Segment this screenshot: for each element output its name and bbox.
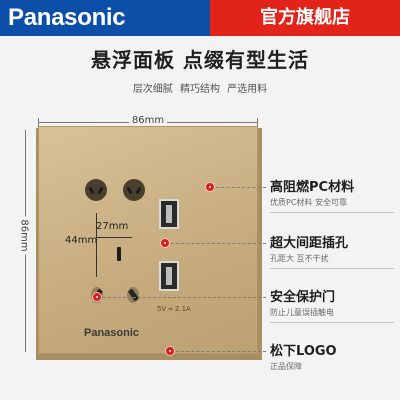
plate-logo: Panasonic <box>84 327 140 339</box>
feature-title: 高阻燃PC材料 <box>270 180 355 195</box>
usb-port-top <box>159 199 179 229</box>
width-label-text: 86mm <box>128 115 168 126</box>
feature-desc: 正品保障 <box>270 362 302 371</box>
feature-divider <box>270 212 394 213</box>
feature-marker[interactable] <box>160 238 170 248</box>
width-dimension: 86mm <box>38 115 258 128</box>
dimension-tick <box>257 118 258 126</box>
feature-marker[interactable] <box>92 292 102 302</box>
feature-connector <box>103 297 266 298</box>
width-label: 86mm <box>38 115 258 126</box>
feature-marker[interactable] <box>165 346 175 356</box>
pin-surround <box>127 287 139 303</box>
page-title: 悬浮面板 点缀有型生活 <box>91 48 309 72</box>
height-label: 86mm <box>18 208 30 264</box>
feature-flame-retardant: 高阻燃PC材料 优质PC材料 安全可靠 <box>270 176 398 208</box>
usb-rating-label: 5V ═ 2.1A <box>157 305 191 313</box>
earth-pin-hole <box>117 247 121 261</box>
feature-connector <box>171 243 266 244</box>
feature-logo: 松下LOGO 正品保障 <box>270 340 398 372</box>
feature-desc: 优质PC材料 安全可靠 <box>270 198 347 207</box>
feature-connector <box>176 351 266 352</box>
pin-hole <box>126 186 133 195</box>
height-label-text: 86mm <box>18 216 30 255</box>
measure-line <box>96 213 97 277</box>
feature-connector <box>216 187 266 188</box>
feature-divider <box>270 268 394 269</box>
dimension-tick <box>38 118 39 126</box>
feature-title: 超大间距插孔 <box>270 236 349 251</box>
feature-divider <box>270 322 394 323</box>
feature-marker[interactable] <box>205 182 215 192</box>
brand-logo[interactable]: Panasonic <box>0 0 210 36</box>
usb-port-bottom <box>159 261 179 291</box>
feature-wide-spacing: 超大间距插孔 孔距大 互不干扰 <box>270 232 398 264</box>
pin-spacing-label: 27mm <box>96 221 129 232</box>
pin-height-label: 44mm <box>65 235 98 246</box>
socket-plate: 27mm 44mm 5V ═ 2.1A <box>38 126 258 354</box>
feature-title: 松下LOGO <box>270 344 337 359</box>
usb-contact <box>166 205 172 223</box>
pin-hole <box>135 186 142 195</box>
usb-contact <box>166 267 172 285</box>
store-label[interactable]: 官方旗舰店 <box>210 0 400 36</box>
feature-desc: 孔距大 互不干扰 <box>270 254 329 263</box>
feature-safety-shutter: 安全保护门 防止儿童误插触电 <box>270 286 398 318</box>
two-pin-socket-right <box>123 179 145 201</box>
feature-title: 安全保护门 <box>270 290 336 305</box>
page-subtitle: 层次细腻 精巧结构 严选用料 <box>132 84 268 95</box>
pin-hole <box>88 186 95 195</box>
pin-hole <box>97 186 104 195</box>
measure-line <box>96 237 132 238</box>
feature-desc: 防止儿童误插触电 <box>270 308 334 317</box>
height-dimension: 86mm <box>18 130 32 352</box>
two-pin-socket-left <box>85 179 107 201</box>
header-banner: Panasonic 官方旗舰店 <box>0 0 400 36</box>
